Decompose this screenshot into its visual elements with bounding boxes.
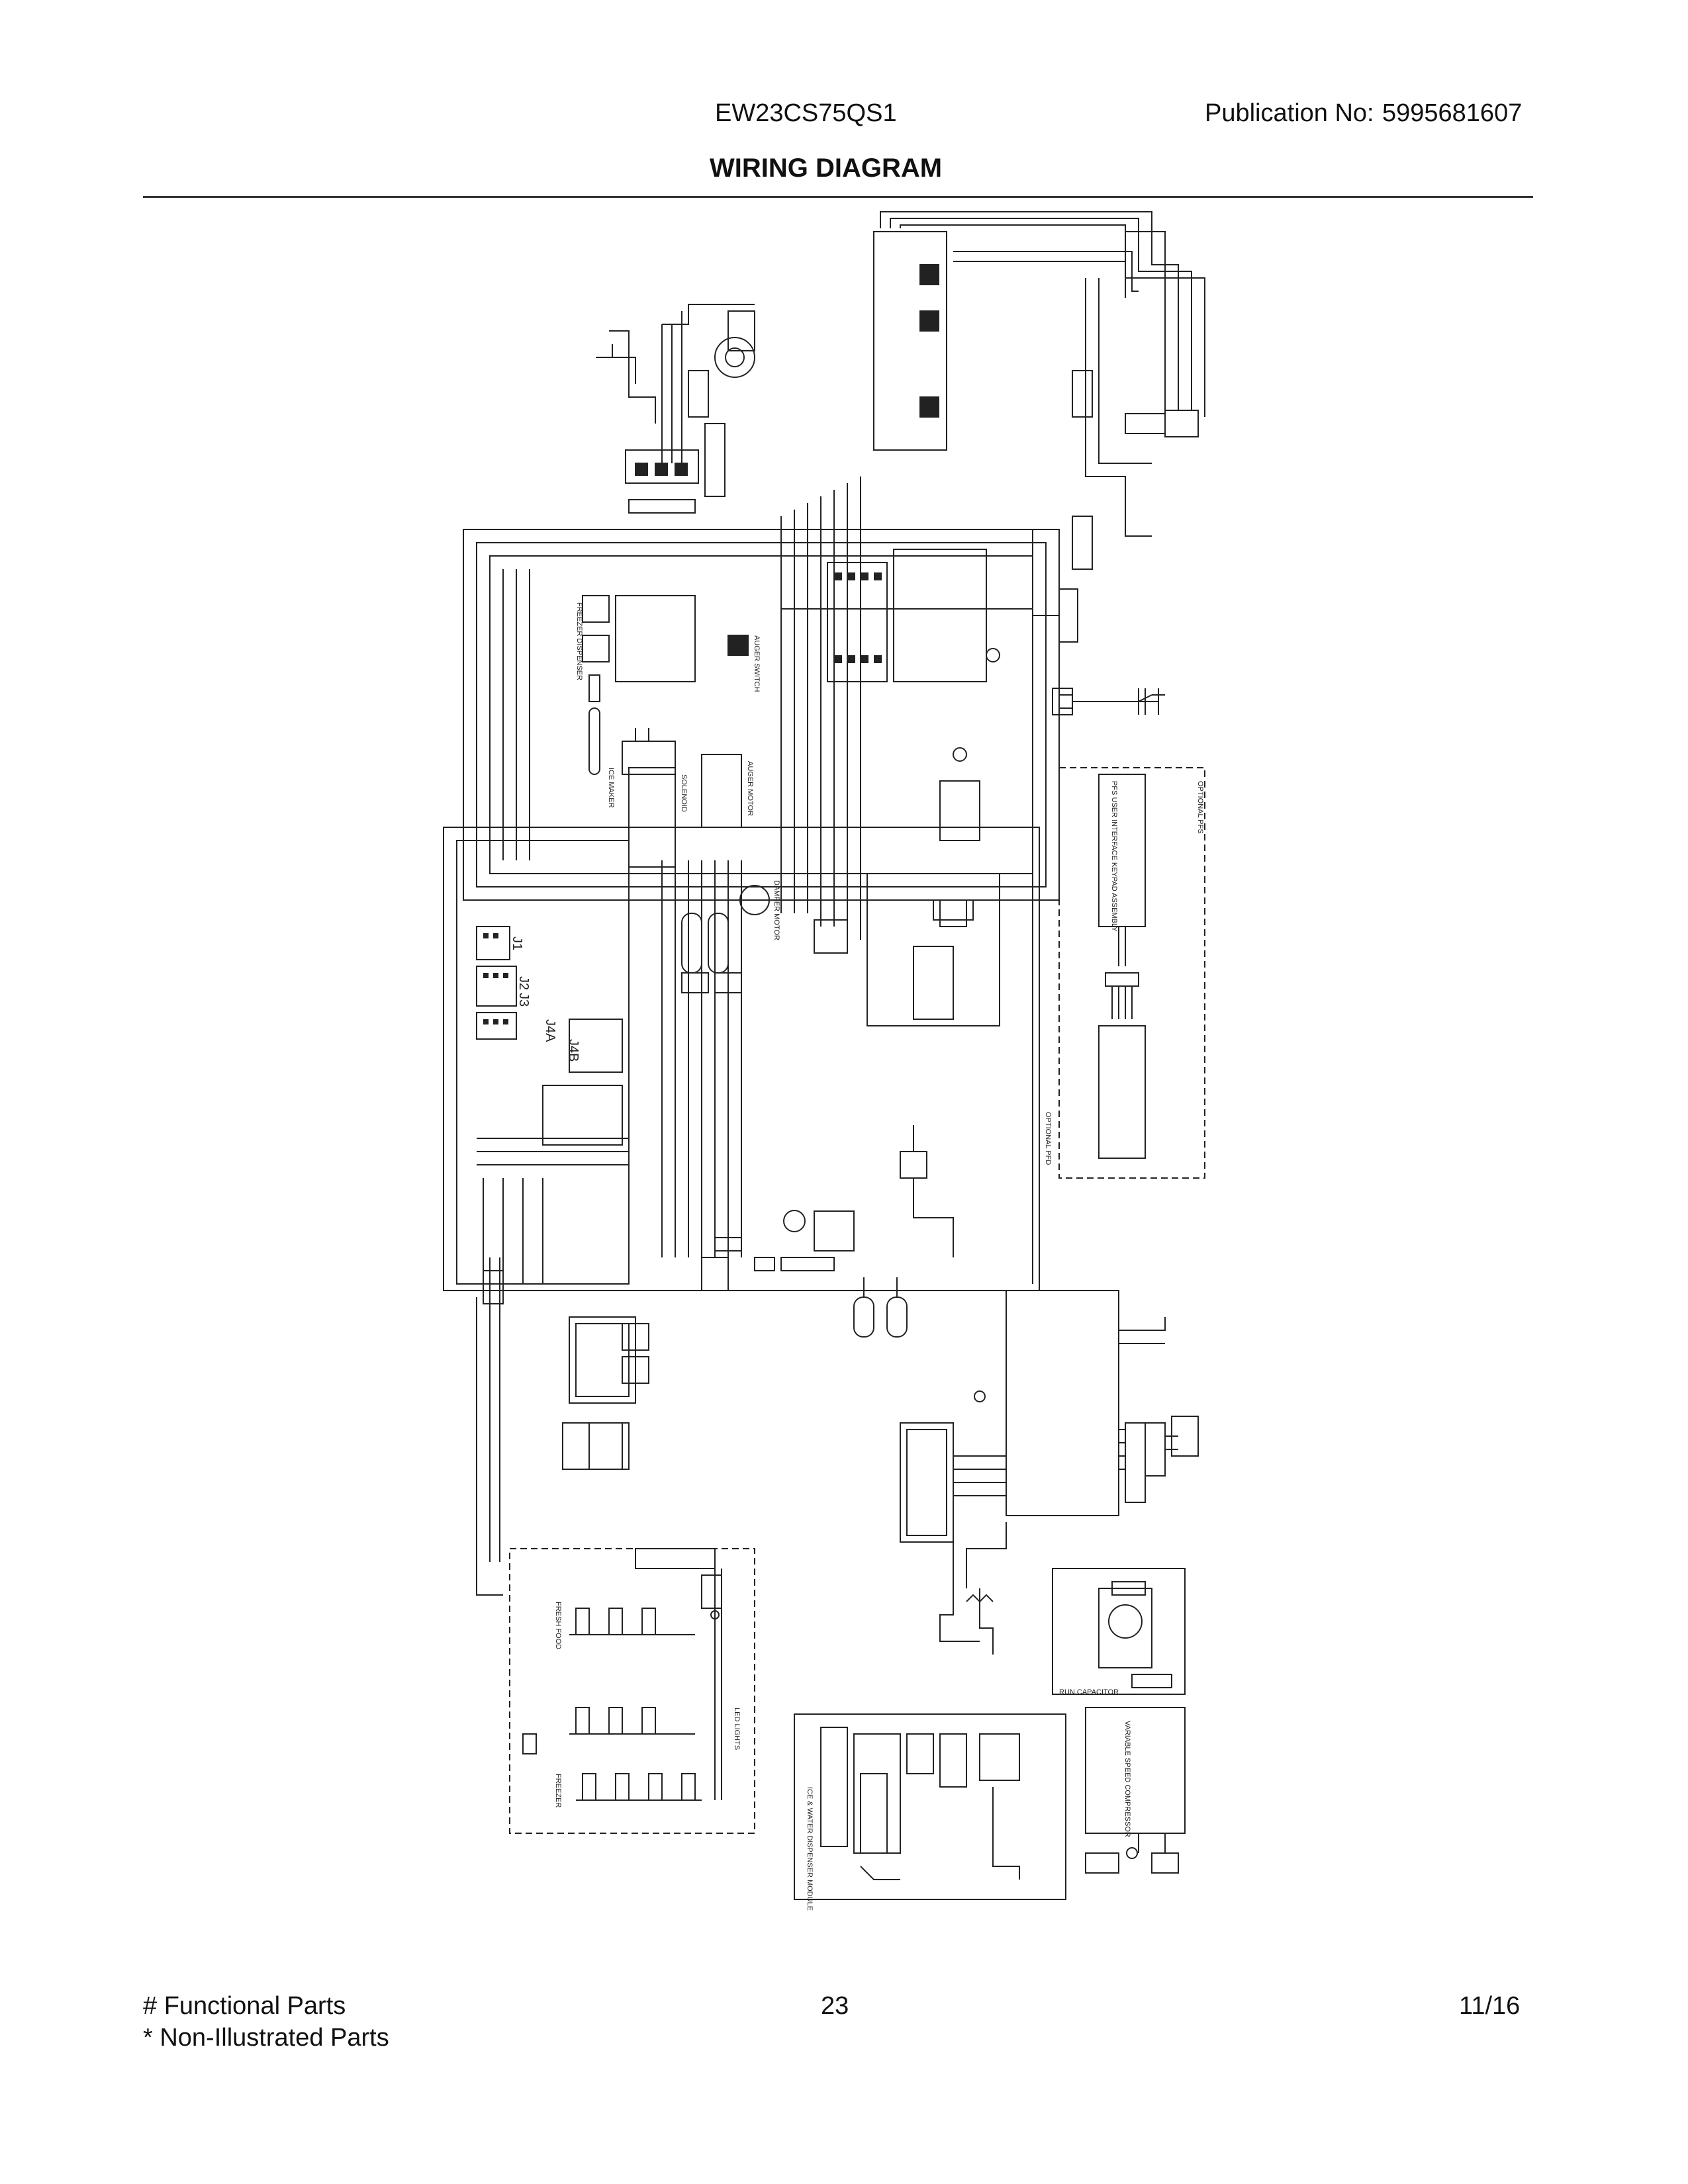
label-run-capacitor: RUN CAPACITOR — [1059, 1688, 1119, 1696]
label-optional-pfd: OPTIONAL PFD — [1044, 1112, 1052, 1165]
label-damper: DAMPER MOTOR — [773, 880, 780, 940]
publication-label: Publication No: — [1205, 99, 1374, 127]
label-auger-motor: AUGER MOTOR — [746, 761, 754, 816]
upper-dispenser-area — [596, 304, 755, 514]
label-j3: J3 — [516, 993, 531, 1007]
led-row-freezer — [576, 1773, 702, 1801]
label-optional-pfs: OPTIONAL PFS — [1196, 781, 1204, 834]
label-freezer: FREEZER — [554, 1774, 562, 1807]
pfs-power-board — [900, 1290, 1199, 1655]
led-row-fresh-food-bottom — [569, 1707, 695, 1735]
label-freezer-dispenser: FREEZER DISPENSER — [575, 602, 583, 680]
label-auger-switch: AUGER SWITCH — [753, 635, 761, 692]
label-ice-water: ICE & WATER DISPENSER MODULE — [806, 1787, 814, 1911]
model-number: EW23CS75QS1 — [715, 99, 897, 127]
ice-water-dispenser-module — [794, 1713, 1066, 1900]
main-control-board — [443, 827, 1040, 1291]
lower-middle-components — [701, 1125, 954, 1338]
label-pfs-ui: PFS USER INTERFACE KEYPAD ASSEMBLY — [1110, 781, 1118, 932]
label-ice-maker: ICE MAKER — [607, 768, 615, 808]
compressor-start-circuit — [1052, 1568, 1186, 1695]
top-connector-block — [873, 211, 1205, 451]
label-j4b: J4B — [566, 1039, 581, 1062]
label-compressor: VARIABLE SPEED COMPRESSOR — [1123, 1721, 1131, 1837]
outer-harness-loop — [476, 768, 1033, 1596]
header-rule — [143, 196, 1533, 198]
page-title: WIRING DIAGRAM — [710, 154, 943, 183]
label-led-lights: LED LIGHTS — [733, 1707, 741, 1750]
right-wire-bundle — [953, 231, 1199, 715]
label-j2: J2 — [516, 976, 531, 990]
label-j1: J1 — [510, 936, 524, 950]
label-j4a: J4A — [543, 1019, 557, 1042]
footer-functional-parts: # Functional Parts — [143, 1992, 346, 2020]
label-solenoid: SOLENOID — [680, 774, 688, 812]
led-lights-box — [509, 1548, 755, 1834]
label-fresh-food: FRESH FOOD — [554, 1602, 562, 1649]
freezer-dispenser-components — [582, 595, 749, 868]
led-row-fresh-food-top — [569, 1608, 695, 1635]
left-harness — [483, 1257, 649, 1562]
variable-speed-compressor — [1085, 1707, 1186, 1874]
footer-non-illustrated: * Non-Illustrated Parts — [143, 2024, 389, 2052]
page-number: 23 — [821, 1992, 849, 2020]
diagram-labels: FREEZER DISPENSER AUGER SWITCH SOLENOID … — [510, 602, 1204, 1911]
optional-pfs-box — [1058, 688, 1205, 1179]
main-control-wiring — [463, 477, 1060, 940]
footer-date: 11/16 — [1459, 1992, 1521, 2020]
publication-number: 5995681607 — [1382, 99, 1523, 127]
